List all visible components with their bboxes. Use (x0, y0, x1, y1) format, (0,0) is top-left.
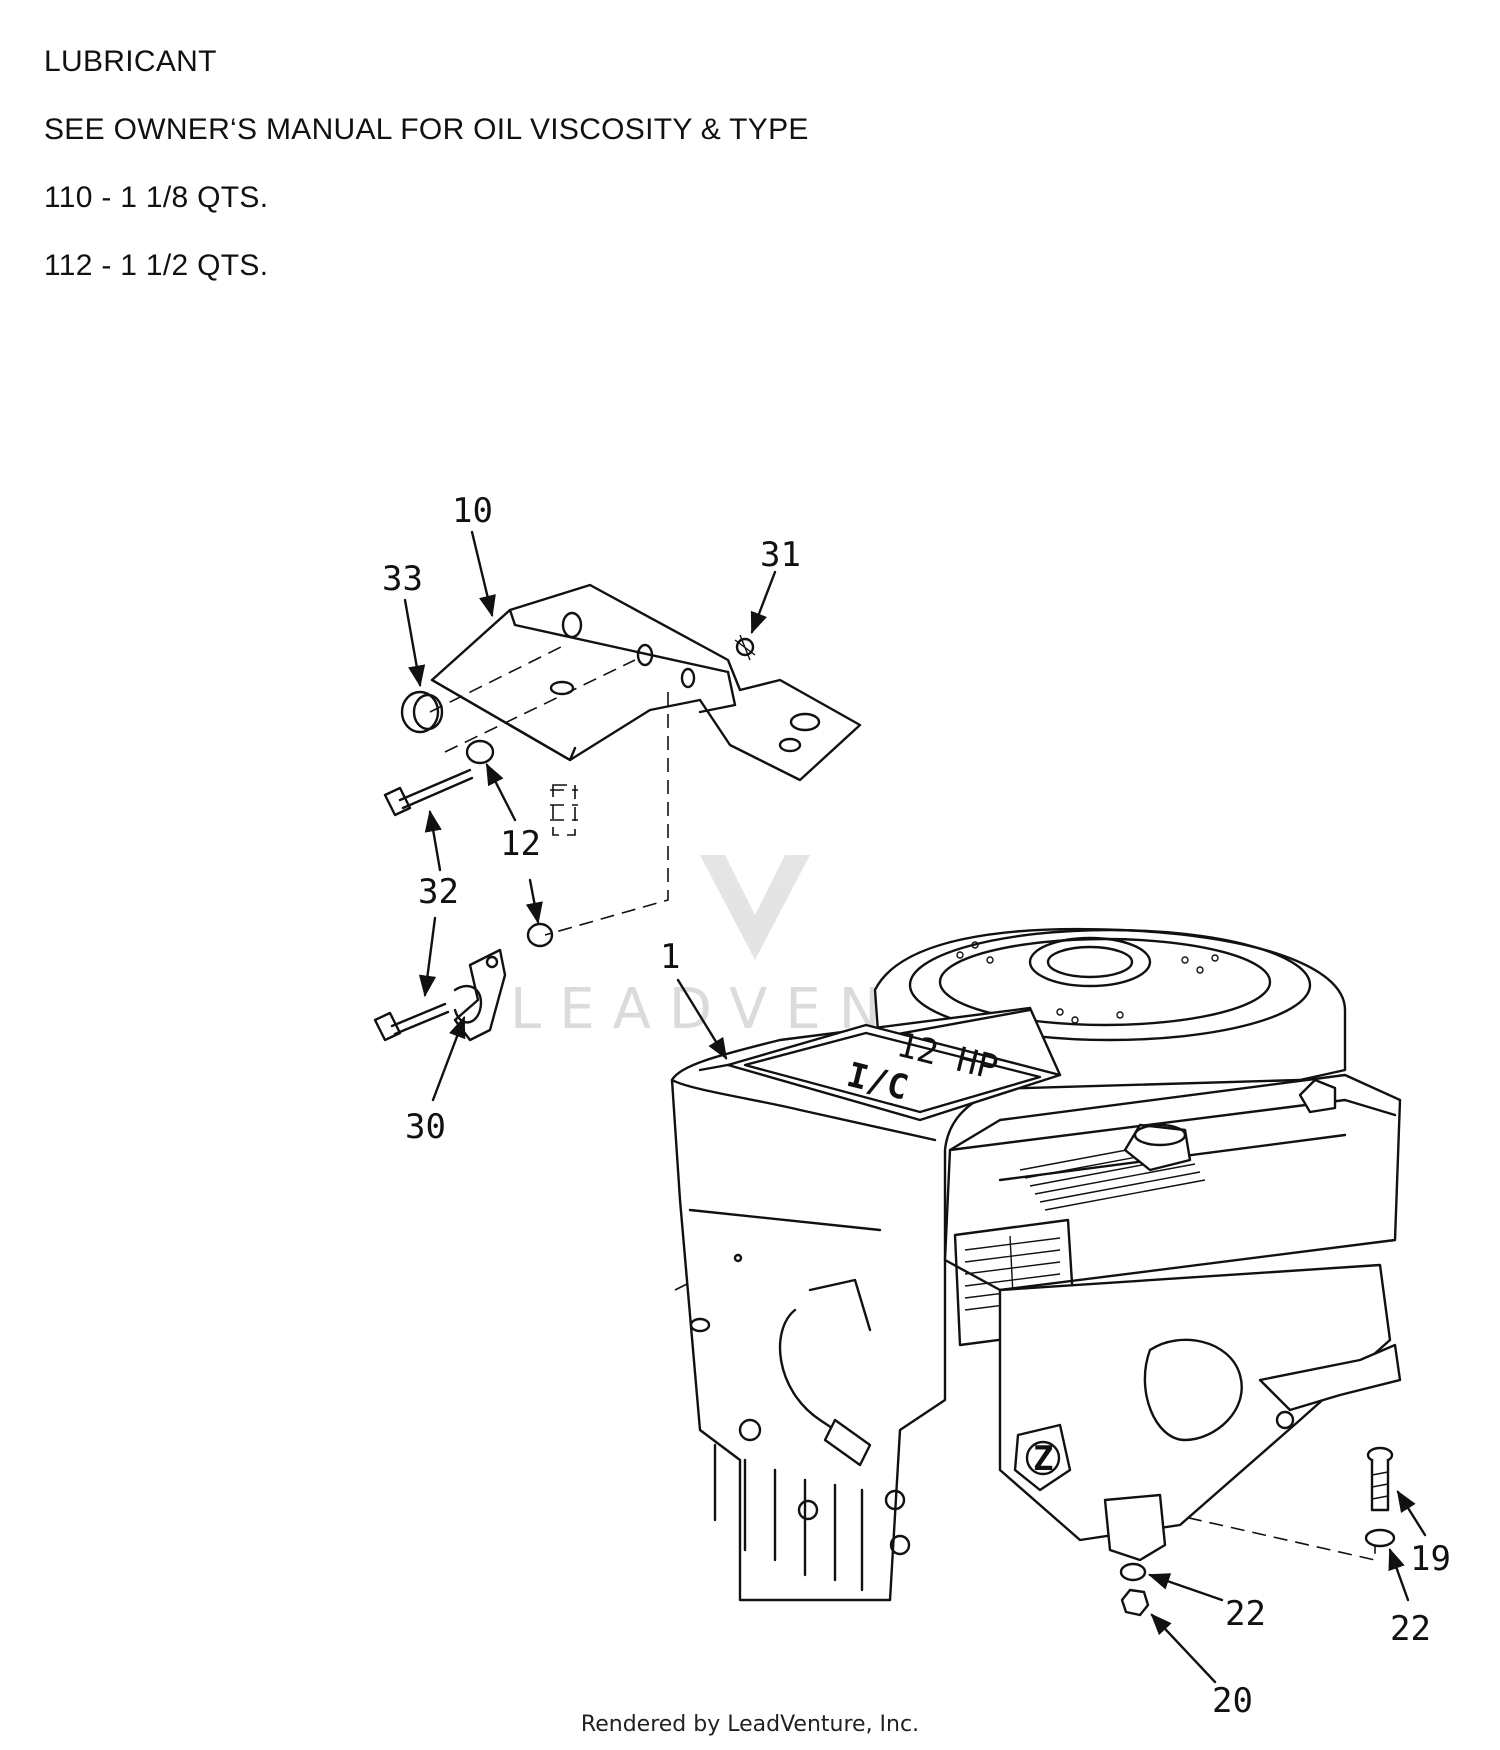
align-line-2 (444, 659, 636, 753)
callout-33: 33 (382, 559, 423, 599)
callout-leaders (403, 530, 1427, 1684)
callout-20: 20 (1212, 1681, 1253, 1721)
washer-12-lower (526, 922, 554, 948)
washer-22-left (1119, 1562, 1147, 1582)
lubricant-notes: LUBRICANT SEE OWNER‘S MANUAL FOR OIL VIS… (44, 28, 809, 300)
callout-32: 32 (418, 872, 459, 912)
bracket-part (430, 583, 862, 782)
washer-22-right (1364, 1528, 1396, 1548)
washer-12-upper (465, 739, 495, 765)
callout-19: 19 (1410, 1539, 1451, 1579)
engine-assembly: 12 HP I/C Z (670, 927, 1402, 1602)
callout-31: 31 (760, 535, 801, 575)
align-line-5 (1144, 1507, 1376, 1562)
align-line-3 (429, 644, 566, 713)
align-line-1 (544, 692, 669, 936)
callout-22-right: 22 (1390, 1609, 1431, 1649)
nut-20 (1120, 1588, 1150, 1617)
part-33-bushing (400, 690, 444, 734)
note-capacity-112: 112 - 1 1/2 QTS. (44, 249, 269, 282)
clamp-30 (453, 948, 507, 1042)
callout-22-left: 22 (1225, 1594, 1266, 1634)
note-capacity-110: 110 - 1 1/8 QTS. (44, 181, 269, 214)
callout-12: 12 (500, 824, 541, 864)
note-viscosity: SEE OWNER‘S MANUAL FOR OIL VISCOSITY & T… (44, 113, 809, 146)
bolt-19 (1366, 1446, 1394, 1512)
bolt-32-upper (383, 768, 474, 817)
part-31-nut (734, 634, 756, 661)
callout-30: 30 (405, 1107, 446, 1147)
callout-10: 10 (452, 491, 493, 531)
plate-mark: Z (1033, 1439, 1053, 1479)
bolt-32-lower (373, 1002, 450, 1042)
footer-credit: Rendered by LeadVenture, Inc. (580, 1712, 920, 1737)
callout-1: 1 (660, 937, 680, 977)
note-title: LUBRICANT (44, 45, 217, 78)
dashed-screw (550, 784, 578, 836)
